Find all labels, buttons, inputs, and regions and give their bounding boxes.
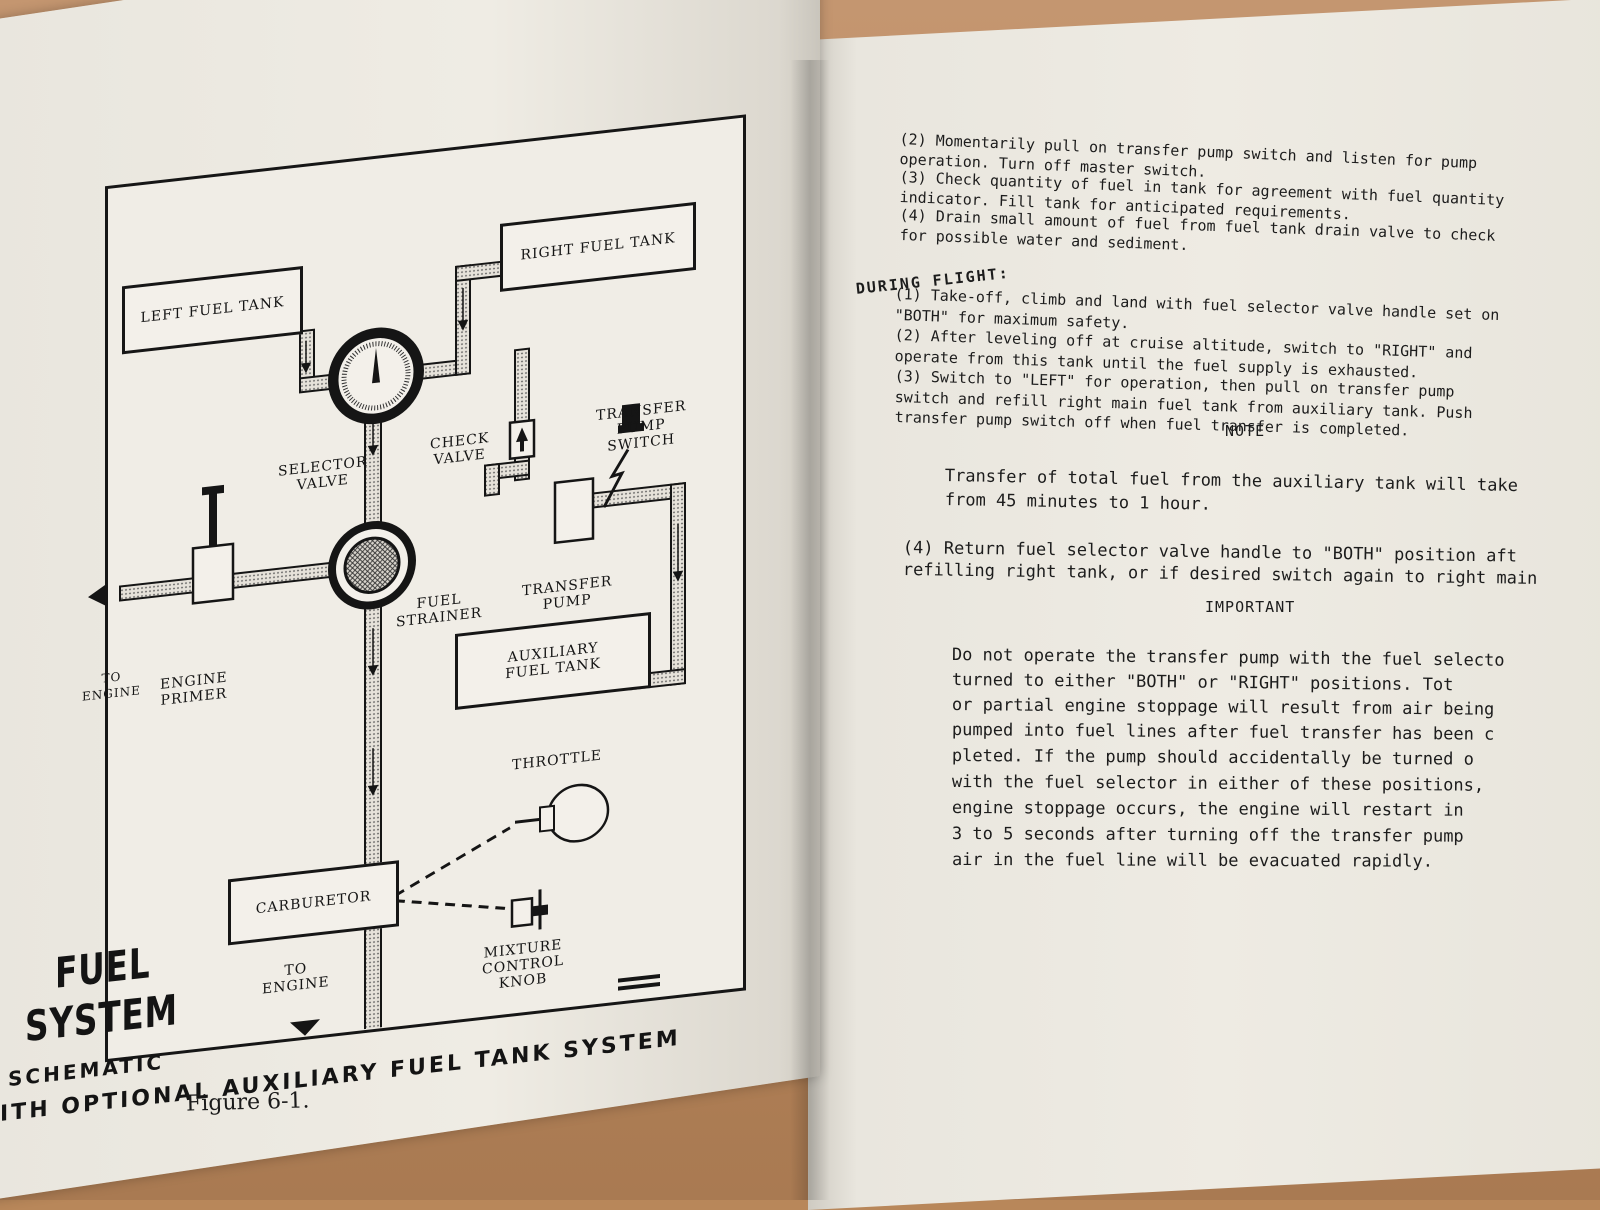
important-line-8: 3 to 5 seconds after turning off the tra…: [951, 824, 1464, 847]
fuel-line-aux-return: [670, 482, 686, 686]
flow-arrows: [300, 287, 684, 796]
subtitle-rule-1: [618, 973, 660, 983]
engine-primer-graphic: [88, 484, 235, 607]
control-links: [394, 826, 511, 910]
carburetor-label: CARBURETOR: [255, 888, 372, 918]
mixture-knob-graphic: [510, 889, 548, 930]
important-heading: IMPORTANT: [1205, 598, 1296, 616]
auxiliary-fuel-tank-label: AUXILIARY FUEL TANK: [505, 639, 601, 683]
important-line-9: air in the fuel line will be evacuated r…: [951, 850, 1434, 872]
transfer-pump-switch-label: TRANSFER PUMP SWITCH: [596, 398, 687, 455]
transfer-pump-graphic: [553, 477, 595, 545]
subtitle-rule-2: [618, 981, 660, 991]
outlet-arrow: [290, 1019, 320, 1036]
right-fuel-tank-label: RIGHT FUEL TANK: [520, 230, 676, 264]
transfer-pump-switch-graphic: [602, 403, 644, 508]
fuel-system-figure: LEFT FUEL TANK RIGHT FUEL TANK AUXILIARY…: [0, 66, 746, 1127]
throttle-graphic: [515, 783, 610, 843]
note-heading: NOTE: [1225, 422, 1266, 440]
fuel-line-stub: [300, 395, 314, 397]
check-valve-label: CHECK VALVE: [430, 430, 490, 469]
left-fuel-tank-label: LEFT FUEL TANK: [140, 294, 285, 327]
fuel-strainer-graphic: [328, 520, 416, 610]
selector-valve-graphic: [328, 327, 424, 425]
check-valve-graphic: [508, 418, 536, 461]
to-engine-left-label: TO ENGINE: [82, 669, 141, 704]
important-line-7: engine stoppage occurs, the engine will …: [951, 798, 1464, 821]
important-line-6: with the fuel selector in either of thes…: [951, 772, 1485, 796]
fuel-line-pump-drop: [484, 462, 500, 497]
mixture-control-knob-label: MIXTURE CONTROL KNOB: [482, 936, 565, 993]
fuel-line-right-top: [455, 260, 502, 282]
book-gutter: [790, 60, 830, 1200]
important-line-5: pleted. If the pump should accidentally …: [951, 746, 1474, 770]
figure-caption: Figure 6-1.: [185, 1088, 310, 1117]
